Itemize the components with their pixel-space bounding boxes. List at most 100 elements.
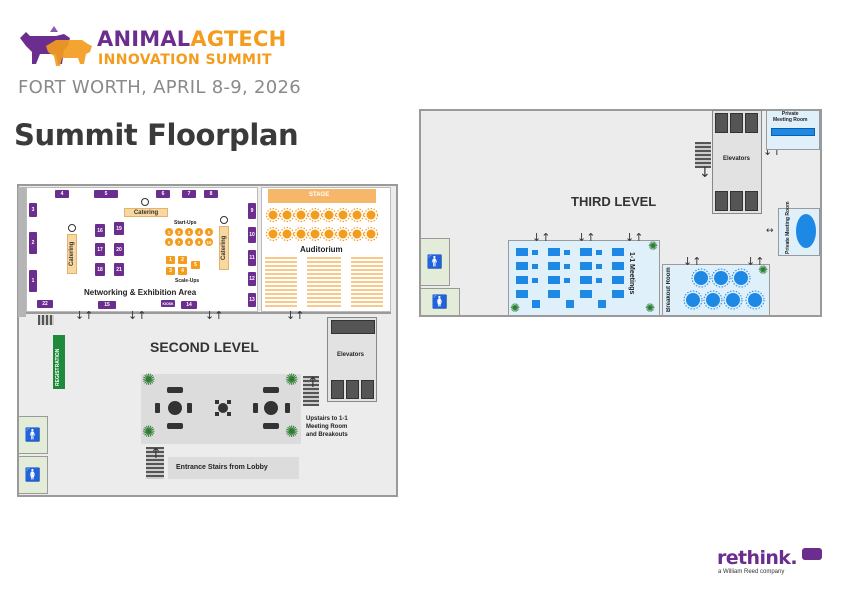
private-room-side-label: Private Meeting Room	[785, 201, 791, 254]
booth[interactable]: 13	[248, 293, 256, 307]
booth[interactable]: 17	[95, 243, 105, 256]
catering-icon	[141, 198, 149, 206]
private-room-label-line: Meeting Room	[773, 117, 808, 123]
up-arrow-icon: ↑	[307, 375, 319, 391]
second-level-title: SECOND LEVEL	[150, 339, 259, 355]
booth[interactable]: 11	[248, 250, 256, 266]
brand-part-agtech: AGTECH	[190, 27, 287, 51]
booth[interactable]: 6	[156, 190, 170, 198]
door-arrows-icon: ↔	[766, 226, 774, 236]
entrance-banner	[168, 457, 299, 479]
startup-table[interactable]: 5	[205, 228, 213, 236]
brand-logo	[16, 24, 96, 74]
corridor-wall	[26, 312, 391, 314]
booth[interactable]: 5	[94, 190, 118, 198]
booth[interactable]: 8	[204, 190, 218, 198]
auditorium-front-tables	[265, 206, 383, 244]
page-title: Summit Floorplan	[14, 118, 299, 152]
elevators-label: Elevators	[723, 156, 751, 162]
meeting-table	[796, 214, 816, 248]
aisle	[297, 257, 307, 307]
booth[interactable]: 1	[29, 270, 37, 292]
event-date-location: FORT WORTH, APRIL 8-9, 2026	[18, 77, 302, 98]
catering-station: Catering	[219, 226, 229, 270]
scaleup-booth[interactable]: 5	[191, 261, 200, 269]
breakout-tables	[683, 266, 768, 312]
booth[interactable]: 19	[114, 222, 124, 235]
booth[interactable]: 2	[29, 232, 37, 254]
exhibition-area-label: Networking & Exhibition Area	[84, 288, 197, 297]
plant-icon: ✺	[645, 301, 656, 315]
scaleup-booth[interactable]: 1	[166, 256, 175, 264]
booth[interactable]: 14	[181, 301, 197, 309]
scaleups-label: Scale-Ups	[175, 278, 200, 284]
plant-icon: ✺	[510, 301, 521, 315]
rethink-logo: rethink. a William Reed company	[717, 547, 827, 581]
scaleup-booth[interactable]: 2	[178, 256, 187, 264]
booth[interactable]: 10	[248, 227, 256, 243]
elevator-car	[745, 113, 758, 133]
elevator-car	[331, 320, 375, 334]
speech-bubble-icon	[802, 548, 822, 560]
startup-table[interactable]: 4	[195, 228, 203, 236]
booth[interactable]: 21	[114, 263, 124, 276]
elevator-car	[346, 380, 359, 399]
booth[interactable]: 16	[95, 224, 105, 237]
booth[interactable]: 3	[29, 203, 37, 217]
registration-desk	[53, 335, 65, 389]
startup-table[interactable]: 9	[195, 238, 203, 246]
entrance-stairs-icon	[146, 447, 164, 479]
brand-name: ANIMALAGTECH	[97, 27, 286, 51]
upstairs-label-line: and Breakouts	[306, 432, 348, 438]
scaleup-booth[interactable]: 4	[178, 267, 187, 275]
auditorium-label: Auditorium	[300, 245, 343, 254]
booth[interactable]: 7	[182, 190, 196, 198]
stage	[268, 189, 376, 203]
booth[interactable]: 4	[55, 190, 69, 198]
restroom-icon: 🚺	[18, 456, 48, 494]
startup-table[interactable]: 8	[185, 238, 193, 246]
meeting-tables-icon	[516, 248, 624, 308]
booth[interactable]: 12	[248, 272, 256, 286]
plant-icon: ✺	[142, 422, 156, 441]
elevators-label: Elevators	[337, 352, 365, 358]
door-arrows-icon: ↓↑	[746, 255, 765, 268]
door-arrows-icon: ↓↑	[532, 231, 551, 244]
catering-station: Catering	[124, 208, 168, 217]
stairs-icon	[38, 315, 54, 325]
booth[interactable]: 22	[37, 300, 53, 308]
plant-icon: ✺	[758, 263, 769, 277]
catering-icon	[68, 224, 76, 232]
door-arrows-icon: ↓↑	[625, 231, 644, 244]
meeting-tables	[512, 246, 632, 312]
booth[interactable]: 9	[248, 203, 256, 219]
startup-table[interactable]: 1	[165, 228, 173, 236]
startup-table[interactable]: 2	[175, 228, 183, 236]
scaleup-booth[interactable]: 3	[166, 267, 175, 275]
registration-label: REGISTRATION	[55, 348, 61, 386]
kiosk[interactable]: KIOSK	[161, 300, 175, 307]
booth[interactable]: 20	[114, 243, 124, 256]
elevator-car	[715, 191, 728, 211]
breakout-label: Breakout Room	[666, 267, 672, 312]
catering-station: Catering	[67, 234, 77, 274]
restroom-icon: 🚹	[420, 238, 450, 286]
breakout-room	[662, 264, 770, 316]
upstairs-label-line: Meeting Room	[306, 424, 348, 430]
upstairs-label-line: Upstairs to 1-1	[306, 416, 348, 422]
elevator-car	[331, 380, 344, 399]
startup-table[interactable]: 10	[205, 238, 213, 246]
startup-table[interactable]: 3	[185, 228, 193, 236]
private-room-label: Private Meeting Room	[773, 111, 807, 123]
startup-table[interactable]: 7	[175, 238, 183, 246]
booth[interactable]: 18	[95, 263, 105, 276]
startup-table[interactable]: 6	[165, 238, 173, 246]
booth[interactable]: 15	[98, 301, 116, 309]
upstairs-label: Upstairs to 1-1 Meeting Room and Breakou…	[306, 415, 348, 439]
private-room-label-line: Private	[781, 111, 799, 117]
rethink-logo-text: rethink.	[717, 547, 798, 569]
elevator-car	[730, 191, 743, 211]
plant-icon: ✺	[285, 422, 299, 441]
brand-subtitle: INNOVATION SUMMIT	[98, 52, 272, 68]
restroom-icon: 🚹	[18, 416, 48, 454]
